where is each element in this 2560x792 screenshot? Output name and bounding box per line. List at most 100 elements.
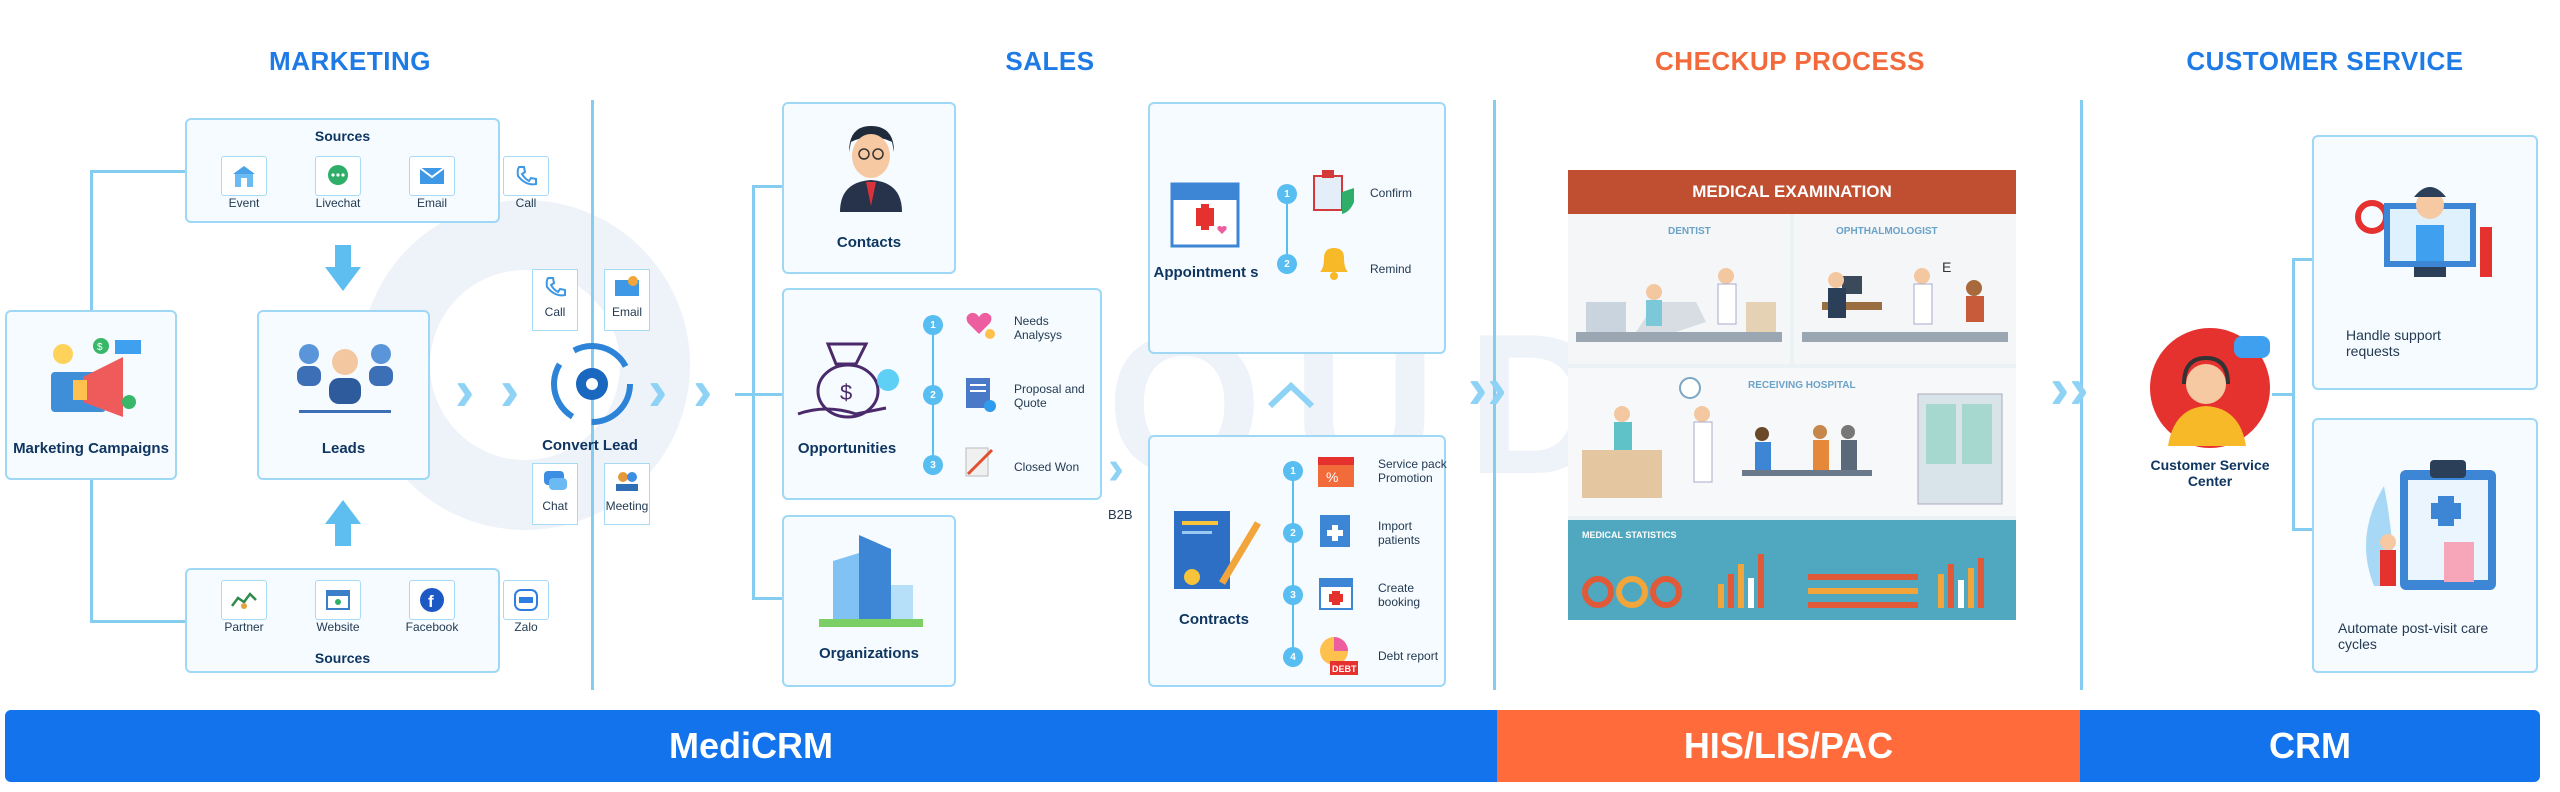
separator-checkup-service [2080, 100, 2083, 690]
opportunities-card[interactable]: $ Opportunities 1 2 3 Needs Analysys Pro… [782, 288, 1102, 500]
signed-contract-icon [965, 447, 994, 477]
reception-scene-icon [1582, 377, 2003, 505]
meeting-icon [616, 472, 638, 491]
source-label: Livechat [315, 196, 361, 210]
section-header-checkup: CHECKUP PROCESS [1655, 46, 1925, 76]
svg-text:E: E [1942, 259, 1951, 275]
chevron-right-icon: › [693, 358, 713, 423]
convert-channel-email[interactable]: Email [604, 269, 650, 331]
appointments-label: Appointment s [1153, 264, 1259, 281]
medical-statistics-label: MEDICAL STATISTICS [1582, 530, 1677, 540]
connector-sales-top [752, 185, 782, 188]
separator-sales-checkup [1493, 100, 1496, 690]
handle-support-label: Handle support requests [2346, 327, 2441, 359]
chevron-right-icon: › [1108, 442, 1124, 495]
connector-service-bottom [2292, 528, 2312, 531]
step-number-2: 2 [1283, 523, 1303, 543]
envelope-icon [615, 276, 639, 296]
source-label: Event [228, 196, 260, 210]
source-label: Zalo [514, 620, 538, 634]
source-event[interactable]: Event [209, 156, 279, 210]
chevron-up-icon [1267, 381, 1315, 409]
dentist-scene-icon [1576, 268, 1782, 342]
contract-pen-icon [1174, 511, 1262, 589]
source-label: Website [316, 620, 360, 634]
chat-bubble-icon [315, 156, 361, 196]
gear-cycle-icon [551, 343, 633, 425]
contract-step-label: Debt report [1378, 649, 1439, 663]
step-number-1: 1 [1283, 461, 1303, 481]
building-icon [221, 156, 267, 196]
leads-card[interactable]: Leads [257, 310, 430, 480]
phone-icon [545, 277, 566, 297]
leads-label: Leads [321, 440, 366, 457]
sources-top-panel: Sources Event Livechat Email Call [185, 118, 549, 223]
convert-lead-group[interactable]: Call Email Convert Lead Chat Meeting [530, 265, 660, 525]
receiving-hospital-label: RECEIVING HOSPITAL [1748, 380, 1856, 391]
convert-channel-call[interactable]: Call [532, 269, 578, 331]
calendar-icon [1170, 182, 1240, 248]
source-call[interactable]: Call [491, 156, 561, 210]
source-zalo[interactable]: Zalo [491, 580, 561, 634]
arrow-up-icon [325, 500, 361, 546]
browser-icon [315, 580, 361, 620]
connector-campaign-top [90, 170, 185, 173]
opp-step-label: Proposal and Quote [1014, 382, 1085, 410]
marketing-campaigns-card[interactable]: $ Marketing Campaigns [5, 310, 177, 480]
organizations-label: Organizations [818, 645, 919, 662]
eye-exam-scene-icon: E [1802, 259, 2008, 342]
connector-campaign-bottom [90, 620, 185, 623]
dentist-room: DENTIST [1568, 214, 1790, 364]
connector-campaign-down [90, 480, 93, 622]
contracts-label: Contracts [1178, 611, 1249, 628]
convert-channel-label: Meeting [605, 499, 649, 513]
dentist-label: DENTIST [1668, 226, 1711, 237]
step-number-2: 2 [1277, 254, 1297, 274]
chat-bubble-icon [544, 471, 567, 490]
appt-step-label: Confirm [1370, 186, 1413, 200]
svg-text:$: $ [840, 380, 852, 405]
source-website[interactable]: Website [303, 580, 373, 634]
connector-sales-bottom [752, 597, 782, 600]
convert-channel-label: Chat [542, 499, 568, 513]
gift-promotion-icon: % [1318, 457, 1354, 487]
booking-calendar-icon [1319, 578, 1353, 610]
his-lis-pac-bar: HIS/LIS/PAC [1497, 710, 2080, 782]
medicrm-bar: MediCRM [5, 710, 1497, 782]
automate-care-label: Automate post-visit care cycles [2338, 620, 2489, 652]
contacts-label: Contacts [836, 234, 902, 251]
step-number-4: 4 [1283, 647, 1303, 667]
sources-top-title: Sources [314, 128, 371, 144]
handle-support-card[interactable]: Handle support requests [2312, 135, 2538, 390]
organizations-card[interactable]: Organizations [782, 515, 956, 687]
source-facebook[interactable]: f Facebook [397, 580, 467, 634]
import-patients-icon [1320, 515, 1350, 547]
contracts-card[interactable]: Contracts 1 2 3 4 % DEBT Service pack Pr… [1148, 435, 1447, 687]
source-email[interactable]: Email [397, 156, 467, 210]
proposal-document-icon [966, 378, 996, 412]
connector-service-mid [2272, 393, 2294, 396]
chevron-right-icon: › [455, 358, 475, 423]
marketing-campaigns-label: Marketing Campaigns [13, 440, 169, 457]
team-icon [297, 344, 393, 413]
chevron-right-icon: ›› [2050, 356, 2089, 421]
source-livechat[interactable]: Livechat [303, 156, 373, 210]
automate-care-card[interactable]: Automate post-visit care cycles [2312, 418, 2538, 673]
medical-examination-illustration: MEDICAL EXAMINATION DENTIST OPHTHALMOLOG… [1568, 170, 2016, 620]
appointments-card[interactable]: Appointment s 1 2 Confirm Remind [1148, 102, 1446, 354]
source-partner[interactable]: Partner [209, 580, 279, 634]
contract-step-label: Create booking [1378, 581, 1421, 609]
receiving-hospital-room: RECEIVING HOSPITAL [1568, 368, 2016, 516]
svg-text:$: $ [97, 342, 103, 353]
contacts-card[interactable]: Contacts [782, 102, 956, 274]
sources-bottom-panel: Partner Website f Facebook Zalo Sources [185, 568, 549, 673]
appt-step-label: Remind [1370, 262, 1412, 276]
bell-icon [1320, 248, 1348, 280]
convert-channel-label: Email [611, 305, 642, 319]
source-label: Facebook [405, 620, 459, 634]
handshake-icon [221, 580, 267, 620]
zalo-icon [503, 580, 549, 620]
step-number-1: 1 [923, 315, 943, 335]
convert-channel-meeting[interactable]: Meeting [604, 463, 650, 525]
convert-channel-chat[interactable]: Chat [532, 463, 578, 525]
